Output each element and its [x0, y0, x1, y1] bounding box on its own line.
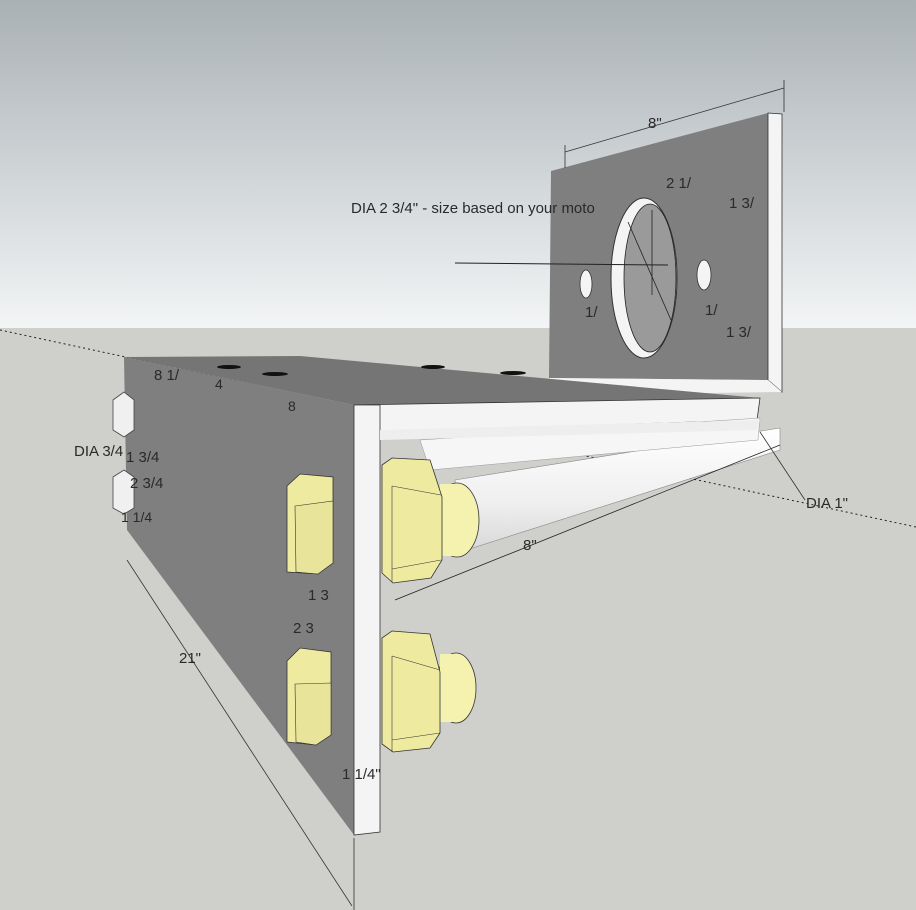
label-left-2-3-4: 2 3/4	[130, 475, 163, 492]
label-bottom-1-1-4: 1 1/4"	[342, 766, 381, 783]
motor-note: DIA 2 3/4" - size based on your moto	[351, 200, 595, 217]
label-rod-length: 8"	[523, 537, 537, 554]
label-dia-3-4: DIA 3/4	[74, 443, 123, 460]
label-top-1-3a: 1 3/	[729, 195, 755, 212]
label-top-1-3b: 1 3/	[726, 324, 752, 341]
label-length-21: 21"	[179, 650, 201, 667]
motor-plate	[454, 112, 783, 395]
label-left-1-3-4: 1 3/4	[126, 449, 159, 466]
label-base-8-1: 8 1/	[154, 367, 180, 384]
label-top-width: 8"	[648, 115, 662, 132]
label-base-8: 8	[288, 398, 296, 414]
label-top-2-1: 2 1/	[666, 175, 692, 192]
motor-hole	[623, 203, 677, 353]
front-nut-upper	[381, 457, 480, 584]
left-bolts	[112, 391, 135, 515]
side-nut-upper	[286, 473, 334, 575]
front-nut-lower	[381, 630, 477, 753]
label-web-2-3: 2 3	[293, 620, 314, 637]
label-dia-1: DIA 1"	[806, 495, 848, 512]
dim-lines-lower	[126, 431, 806, 910]
label-base-4: 4	[215, 376, 223, 392]
dim-line-top	[564, 80, 785, 168]
mount-hole-left	[579, 269, 593, 299]
mount-hole-right	[696, 259, 712, 291]
label-left-1-1-4: 1 1/4	[121, 509, 152, 525]
label-top-half-left: 1/	[585, 304, 598, 321]
label-top-half-right: 1/	[705, 302, 718, 319]
label-web-1-3: 1 3	[308, 587, 329, 604]
side-nut-lower	[286, 647, 332, 746]
